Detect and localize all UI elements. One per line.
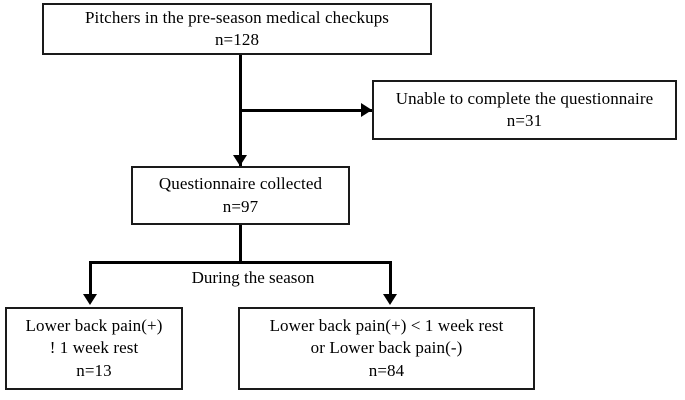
node-excluded-count: n=31 bbox=[506, 111, 543, 130]
node-lbp-short-line-1: Lower back pain(+) < 1 week rest bbox=[269, 315, 504, 335]
node-outcome-lbp-long-rest: Lower back pain(+) ! 1 week rest n=13 bbox=[5, 307, 183, 390]
arrowhead-to-collected-icon bbox=[233, 155, 247, 166]
node-lbp-long-count: n=13 bbox=[76, 360, 112, 380]
connector-enrolled-to-excluded bbox=[239, 109, 372, 112]
node-outcome-lbp-short-rest: Lower back pain(+) < 1 week rest or Lowe… bbox=[238, 307, 535, 390]
node-enrolled-line-1: Pitchers in the pre-season medical check… bbox=[84, 7, 390, 27]
node-questionnaire-collected: Questionnaire collected n=97 bbox=[131, 166, 350, 225]
connector-split-left-drop bbox=[89, 261, 92, 296]
arrowhead-to-lbp-long-icon bbox=[83, 294, 97, 305]
node-collected-count: n=97 bbox=[222, 196, 259, 216]
connector-collected-stem bbox=[239, 225, 242, 263]
node-lbp-short-count: n=84 bbox=[368, 360, 405, 380]
node-lbp-long-line-1: Lower back pain(+) bbox=[25, 315, 163, 335]
edge-label-during-season: During the season bbox=[175, 268, 331, 288]
connector-split-horizontal bbox=[89, 261, 392, 264]
node-lbp-short-line-2: or Lower back pain(-) bbox=[310, 338, 463, 358]
node-excluded-line-1: Unable to complete the questionnaire bbox=[395, 88, 654, 108]
arrowhead-to-lbp-short-icon bbox=[383, 294, 397, 305]
node-unable-to-complete: Unable to complete the questionnaire n=3… bbox=[372, 80, 677, 140]
node-enrolled-count: n=128 bbox=[214, 30, 260, 49]
connector-split-right-drop bbox=[389, 261, 392, 296]
node-collected-line-1: Questionnaire collected bbox=[158, 174, 323, 194]
node-lbp-long-line-2: ! 1 week rest bbox=[49, 338, 139, 358]
arrowhead-to-excluded-icon bbox=[361, 103, 372, 117]
node-enrolled-pitchers: Pitchers in the pre-season medical check… bbox=[42, 3, 432, 55]
